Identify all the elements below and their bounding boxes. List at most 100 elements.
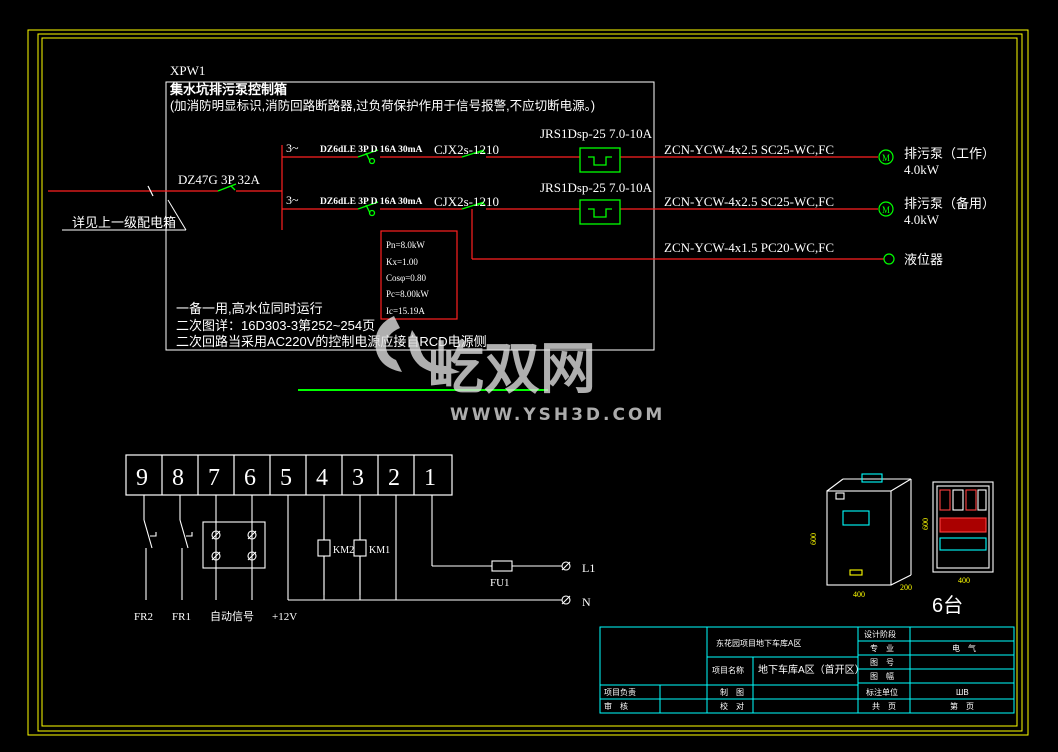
terminal-4: 4 bbox=[316, 465, 328, 491]
contactor-1-label: CJX2s-1210 bbox=[434, 142, 499, 157]
cabinet-height-panel: 600 bbox=[921, 518, 930, 530]
panel-title: 集水坑排污泵控制箱 bbox=[169, 82, 287, 97]
auto-signal-contacts bbox=[211, 530, 257, 561]
params-box bbox=[380, 230, 458, 320]
load-2-power: 4.0kW bbox=[904, 212, 940, 227]
panel-code: XPW1 bbox=[170, 63, 205, 78]
cabinet-quantity: 6台 bbox=[932, 594, 963, 617]
panel-note: (加消防明显标识,消防回路断路器,过负荷保护作用于信号报警,不应切断电源。) bbox=[170, 98, 595, 113]
tb-project-name-label: 项目名称 bbox=[712, 665, 744, 675]
terminal-7: 7 bbox=[208, 465, 220, 491]
param-3: Pc=8.00kW bbox=[386, 289, 429, 299]
cabinet-depth: 200 bbox=[900, 583, 912, 592]
contactor-2-label: CJX2s-1210 bbox=[434, 194, 499, 209]
tb-speciality-value: 电 气 bbox=[952, 643, 976, 653]
watermark-brand: 屹双网 bbox=[428, 337, 596, 402]
branch-2-breaker bbox=[357, 201, 379, 217]
relay-1-label: JRS1Dsp-25 7.0-10A bbox=[540, 126, 653, 141]
l1-label: L1 bbox=[582, 561, 595, 575]
auto-signal-label: 自动信号 bbox=[210, 610, 254, 623]
tb-design-unit: 标注单位 bbox=[866, 687, 898, 697]
fuse-label: FU1 bbox=[490, 577, 510, 589]
cabinet-front-panel bbox=[932, 481, 994, 573]
supply-terminals bbox=[561, 561, 571, 605]
watermark: 屹双网 WWW.YSH3D.COM bbox=[375, 316, 665, 425]
note-2: 二次回路当采用AC220V的控制电源应接自RCD电源侧 bbox=[176, 334, 487, 349]
tb-design-unit-value: ШВ bbox=[956, 688, 969, 697]
param-2: Cosφ=0.80 bbox=[386, 273, 427, 283]
terminal-3: 3 bbox=[352, 465, 364, 491]
branch-2-line bbox=[282, 208, 884, 260]
contactor-coils bbox=[317, 539, 367, 557]
branch-2-relay bbox=[579, 199, 621, 225]
tb-project-lead: 项目负责 bbox=[604, 687, 636, 697]
note-1: 二次图详：16D303-3第252~254页 bbox=[176, 318, 375, 333]
tb-drawing-no: 图 号 bbox=[870, 658, 894, 667]
cable-1-label: ZCN-YCW-4x2.5 SC25-WC,FC bbox=[664, 142, 834, 157]
tb-speciality: 专 业 bbox=[870, 643, 894, 653]
branch-1-breaker bbox=[357, 149, 379, 165]
motor-2-letter: M bbox=[882, 205, 890, 215]
tb-page: 第 页 bbox=[950, 701, 974, 711]
title-block-texts: 东花园项目地下车库A区 设计阶段 专 业 电 气 图 号 图 幅 项目名称 地下… bbox=[604, 629, 976, 711]
terminal-1: 1 bbox=[424, 465, 436, 491]
tb-total-pages: 共 页 bbox=[872, 702, 896, 711]
branch-1-relay bbox=[579, 147, 621, 173]
tb-scale: 图 幅 bbox=[870, 671, 894, 681]
terminal-2: 2 bbox=[388, 465, 400, 491]
load-1-power: 4.0kW bbox=[904, 162, 940, 177]
branch-2-contactor bbox=[461, 201, 486, 210]
terminal-9: 9 bbox=[136, 465, 148, 491]
cabinet-3d-view bbox=[826, 473, 912, 586]
phase-mark-2: 3~ bbox=[286, 193, 299, 207]
watermark-url: WWW.YSH3D.COM bbox=[450, 405, 665, 425]
terminal-8: 8 bbox=[172, 465, 184, 491]
incoming-label: 详见上一级配电箱 bbox=[72, 215, 176, 230]
watermark-logo-icon bbox=[375, 316, 460, 374]
tb-project: 东花园项目地下车库A区 bbox=[716, 638, 801, 648]
branch-breaker-1-label: DZ6dLE 3P D 16A 30mA bbox=[320, 145, 423, 155]
motor-1-letter: M bbox=[882, 153, 890, 163]
terminal-numbers: 9 8 7 6 5 4 3 2 1 bbox=[136, 465, 436, 491]
branch-breaker-2-label: DZ6dLE 3P D 16A 30mA bbox=[320, 197, 423, 207]
motor-1-symbol: M bbox=[878, 149, 894, 165]
param-1: Kx=1.00 bbox=[386, 257, 418, 267]
cabinet-height-front: 600 bbox=[809, 533, 818, 545]
param-0: Pn=8.0kW bbox=[386, 240, 425, 250]
branch-1-contactor bbox=[461, 149, 486, 158]
param-4: Ic=15.19A bbox=[386, 306, 425, 316]
voltage-label: +12V bbox=[272, 611, 297, 623]
terminal-block bbox=[125, 454, 453, 496]
fr1-label: FR1 bbox=[172, 611, 191, 623]
tb-checker: 校 对 bbox=[720, 701, 744, 711]
load-3-name: 液位器 bbox=[904, 252, 943, 267]
main-breaker-symbol bbox=[217, 183, 237, 192]
incoming-feeder bbox=[48, 185, 282, 197]
note-0: 一备一用,高水位同时运行 bbox=[176, 301, 323, 316]
relay-2-label: JRS1Dsp-25 7.0-10A bbox=[540, 180, 653, 195]
load-2-name: 排污泵（备用） bbox=[904, 196, 995, 211]
title-block bbox=[599, 626, 1015, 714]
control-wiring bbox=[143, 495, 562, 601]
cable-3-label: ZCN-YCW-4x1.5 PC20-WC,FC bbox=[664, 240, 834, 255]
terminal-5: 5 bbox=[280, 465, 292, 491]
tb-design-stage: 设计阶段 bbox=[864, 629, 896, 639]
terminal-6: 6 bbox=[244, 465, 256, 491]
tb-drafter: 制 图 bbox=[720, 687, 744, 697]
drawing-frame bbox=[27, 29, 1029, 736]
fr2-label: FR2 bbox=[134, 611, 153, 623]
tb-reviewer: 审 核 bbox=[604, 701, 628, 711]
cable-2-label: ZCN-YCW-4x2.5 SC25-WC,FC bbox=[664, 194, 834, 209]
phase-mark-1: 3~ bbox=[286, 141, 299, 155]
motor-2-symbol: M bbox=[878, 201, 894, 217]
coil-km2-label: KM2 bbox=[333, 545, 354, 556]
coil-km1-label: KM1 bbox=[369, 545, 390, 556]
cabinet-width-panel: 400 bbox=[958, 576, 970, 585]
level-sensor-symbol bbox=[883, 253, 895, 265]
main-breaker-label: DZ47G 3P 32A bbox=[178, 172, 260, 187]
load-1-name: 排污泵（工作） bbox=[904, 146, 995, 161]
tb-project-name-value: 地下车库A区（首开区） bbox=[758, 663, 865, 676]
n-label: N bbox=[582, 595, 591, 609]
cabinet-width-front: 400 bbox=[853, 590, 865, 599]
